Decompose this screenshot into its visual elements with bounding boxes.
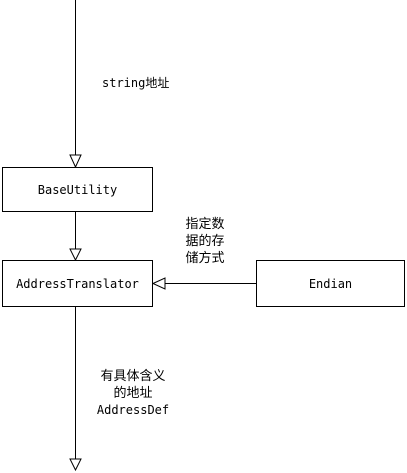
edge-label-output-meaning-line-1: 有具体含义: [100, 369, 166, 384]
node-endian-label: Endian: [308, 276, 353, 291]
edge-label-string-address: string地址: [102, 75, 169, 92]
edge-label-endian-storage: 指定数 据的存 储方式: [175, 216, 235, 267]
edge-label-output-meaning-line-3: AddressDef: [96, 403, 170, 417]
edge-label-output-meaning-line-2: 的地址: [113, 386, 153, 401]
edge-label-endian-storage-line-1: 指定数: [185, 217, 225, 232]
arrowhead-into-baseutility: [69, 154, 82, 169]
node-address-translator: AddressTranslator: [2, 260, 153, 307]
node-base-utility-label: BaseUtility: [37, 182, 118, 197]
edge-label-output-meaning: 有具体含义 的地址 AddressDef: [88, 368, 178, 419]
node-base-utility: BaseUtility: [2, 167, 153, 212]
arrowhead-from-endian: [151, 277, 166, 290]
arrowhead-into-addresstranslator: [69, 248, 82, 262]
arrowhead-output: [69, 458, 82, 472]
node-endian: Endian: [256, 260, 405, 307]
node-address-translator-label: AddressTranslator: [16, 276, 139, 291]
edge-label-endian-storage-line-3: 储方式: [185, 251, 225, 266]
edge-label-string-address-text: string地址: [102, 76, 170, 90]
edge-label-endian-storage-line-2: 据的存: [185, 234, 225, 249]
